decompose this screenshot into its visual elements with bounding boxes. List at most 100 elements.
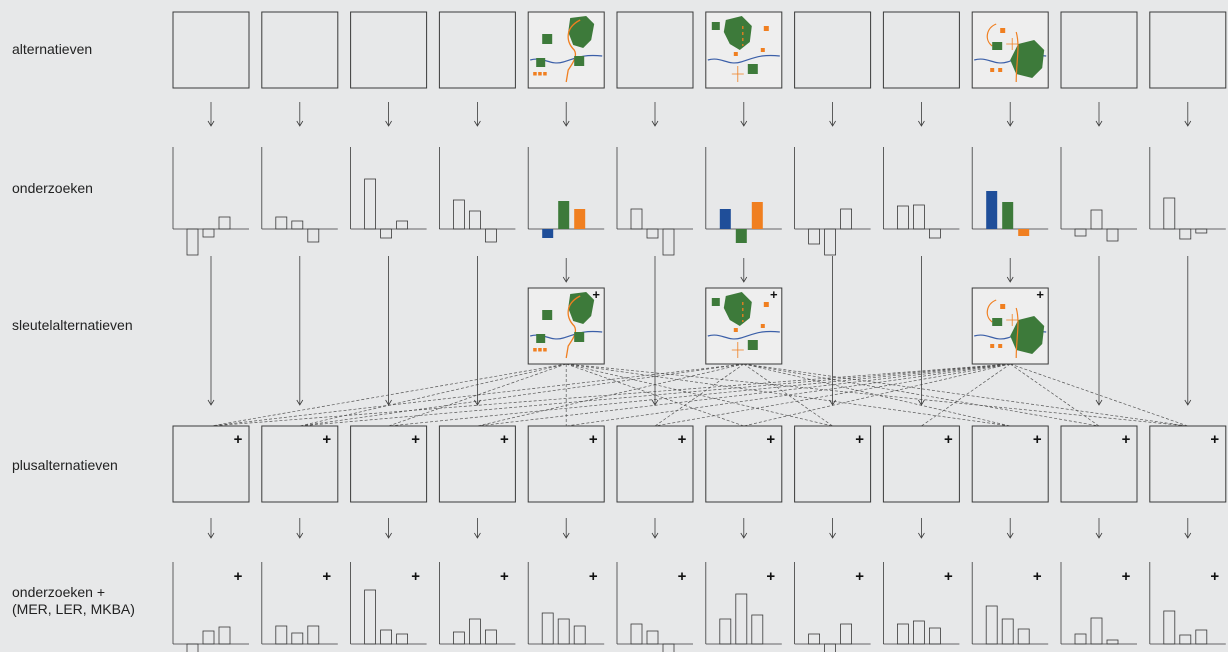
orange-dot [733,52,738,56]
plus-study-bar-9-2 [1017,628,1030,645]
study-bar-5-0 [630,208,643,230]
alternative-box-1 [261,11,339,89]
orange-cross [731,66,744,82]
arrow-study-key-6-head [740,276,748,283]
orange-dot [1000,304,1006,309]
route-line [565,295,581,359]
alternative-box-5 [616,11,694,89]
route-line [986,299,997,323]
plus-study-plus-mark-4: + [589,568,598,585]
route-line [565,19,581,83]
orange-dot [533,72,537,76]
route-line [986,23,997,47]
alternative-box-11 [1149,11,1227,89]
arrow-study-plus-0-head [207,399,215,406]
study-bar-4-0 [542,229,554,238]
plus-mark-8: + [944,431,953,448]
plus-alternative-box-10 [1060,425,1138,503]
row-label-studies: onderzoeken [12,180,93,196]
cross-link-6-0 [210,363,744,427]
plus-study-bar-7-2 [840,623,852,645]
study-bar-1-2 [307,228,320,243]
route-line [1015,31,1019,83]
orange-dot [990,344,995,348]
plus-mark-0: + [234,431,243,448]
green-block [574,332,585,342]
green-block [711,22,720,30]
arrow-study-key-9-head [1006,276,1014,283]
study-bar-9-2 [1018,229,1030,236]
plus-alternative-box-11 [1149,425,1227,503]
plus-alternative-box-6 [705,425,783,503]
study-bar-4-1 [558,201,570,229]
green-block [536,58,546,67]
orange-dot [760,48,765,52]
arrow-plus-study-1-head [296,532,304,539]
study-bar-6-0 [719,209,731,229]
green-block [711,298,720,306]
plus-study-bar-2-2 [396,633,409,645]
arrow-alt-study-10-head [1095,120,1103,127]
arrow-plus-study-5-head [651,532,659,539]
plus-study-plus-mark-2: + [411,568,420,585]
study-bar-4-2 [574,209,586,229]
arrow-study-plus-11-head [1184,399,1192,406]
plus-study-bar-0-2 [218,626,231,645]
cross-link-9-0 [210,363,1011,427]
alternative-box-3 [438,11,516,89]
plus-study-plus-mark-3: + [500,568,509,585]
row-label-plus-alternatives: plusalternatieven [12,457,118,473]
plus-mark-4: + [589,431,598,448]
plus-study-plus-mark-10: + [1122,568,1131,585]
cross-links [210,363,1188,427]
plus-study-bar-9-1 [1001,618,1014,645]
orange-dot [763,26,769,31]
plus-study-bar-11-1 [1179,634,1192,645]
plus-mark-11: + [1210,431,1219,448]
arrow-alt-study-7-head [829,120,836,127]
orange-cross [1006,38,1019,50]
row-label-studies-plus: onderzoeken + (MER, LER, MKBA) [12,584,135,617]
study-bar-7-0 [808,228,820,245]
arrow-plus-study-3-head [474,532,481,539]
study-bar-1-1 [291,220,304,230]
plus-alternative-box-4 [527,425,605,503]
arrow-plus-study-6-head [740,532,748,539]
plus-study-bar-10-1 [1090,617,1103,645]
plus-study-bar-0-0 [186,643,199,652]
plus-alternative-box-8 [882,425,960,503]
arrow-plus-study-11-head [1184,532,1192,539]
study-bar-11-1 [1179,228,1192,240]
plus-alternative-box-2 [350,425,428,503]
arrow-study-plus-3-head [474,399,481,406]
plus-alternative-box-1 [261,425,339,503]
cross-link-9-11 [1010,363,1188,427]
plus-study-bar-10-0 [1074,633,1087,645]
study-bar-10-1 [1090,209,1103,230]
cross-link-9-6 [743,363,1011,427]
river-line [707,330,780,340]
orange-dot [538,72,542,76]
plus-mark-9: + [1033,431,1042,448]
plus-study-bar-8-2 [929,627,941,645]
plus-study-bar-1-1 [291,632,304,645]
cross-link-6-11 [743,363,1188,427]
plus-mark: + [592,287,600,302]
arrow-alt-study-5-head [651,120,659,127]
plus-study-bar-2-1 [380,629,393,645]
plus-study-bar-6-1 [735,593,748,645]
orange-dot [760,324,765,328]
green-block [542,310,553,320]
green-block [747,64,758,74]
map-thumbnail-key-6: + [705,287,783,365]
arrow-study-plus-8-head [918,399,925,406]
plus-alternative-box-3 [438,425,516,503]
cross-link-9-2 [388,363,1011,427]
study-bar-11-0 [1163,197,1176,230]
arrow-alt-study-3-head [474,120,481,127]
arrow-plus-study-10-head [1095,532,1103,539]
arrow-alt-study-0-head [207,120,215,127]
orange-dot [1000,28,1006,33]
plus-study-bar-6-0 [719,618,732,645]
cross-link-9-8 [921,363,1011,427]
